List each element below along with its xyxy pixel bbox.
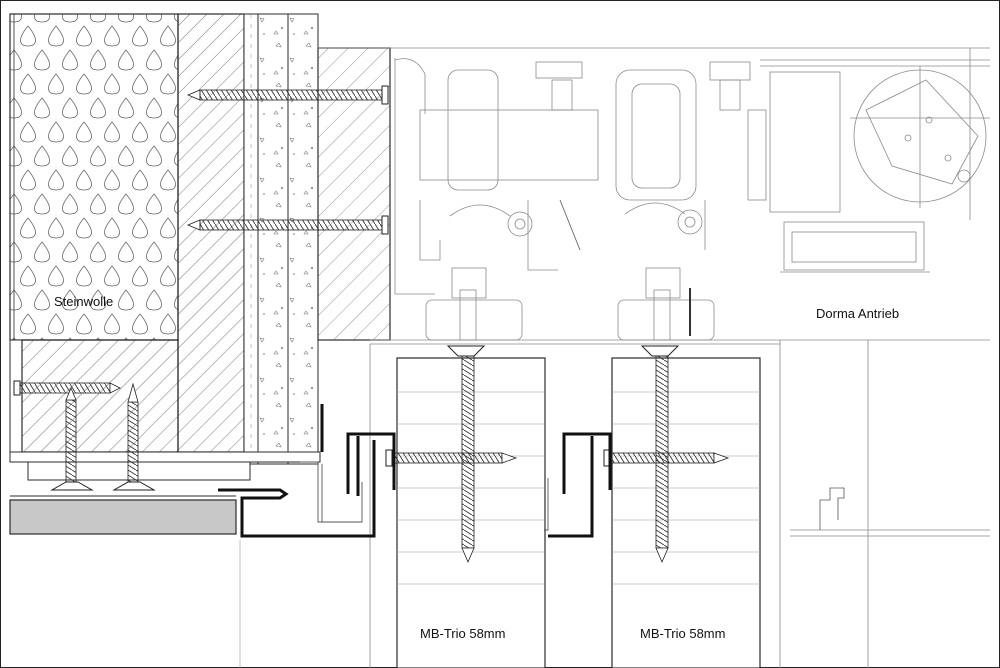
label-panel-right: MB-Trio 58mm [640, 626, 726, 641]
label-panel-left: MB-Trio 58mm [420, 626, 506, 641]
panel-screw-left [446, 345, 486, 564]
insulation-area [9, 13, 179, 341]
base-board [9, 495, 241, 668]
panel-right [611, 357, 761, 668]
screw-vertical-a [50, 386, 94, 491]
screw-vertical-b [112, 382, 156, 491]
sheet-profiles [218, 404, 612, 538]
panel-screw-right [640, 345, 680, 564]
track-mechanism [318, 47, 990, 341]
concrete-layer [257, 13, 319, 465]
screw-wall-upper [186, 85, 389, 105]
lower-block [9, 339, 321, 481]
screw-horizontal-left [13, 380, 121, 396]
panel-hscrew-left [385, 449, 518, 467]
label-drive: Dorma Antrieb [816, 306, 900, 321]
screw-wall-lower [186, 215, 389, 235]
frame-lines-right [369, 339, 990, 668]
label-insulation: Steinwolle [54, 294, 114, 309]
thin-profiles [300, 461, 549, 531]
hatched-wall [177, 13, 259, 465]
